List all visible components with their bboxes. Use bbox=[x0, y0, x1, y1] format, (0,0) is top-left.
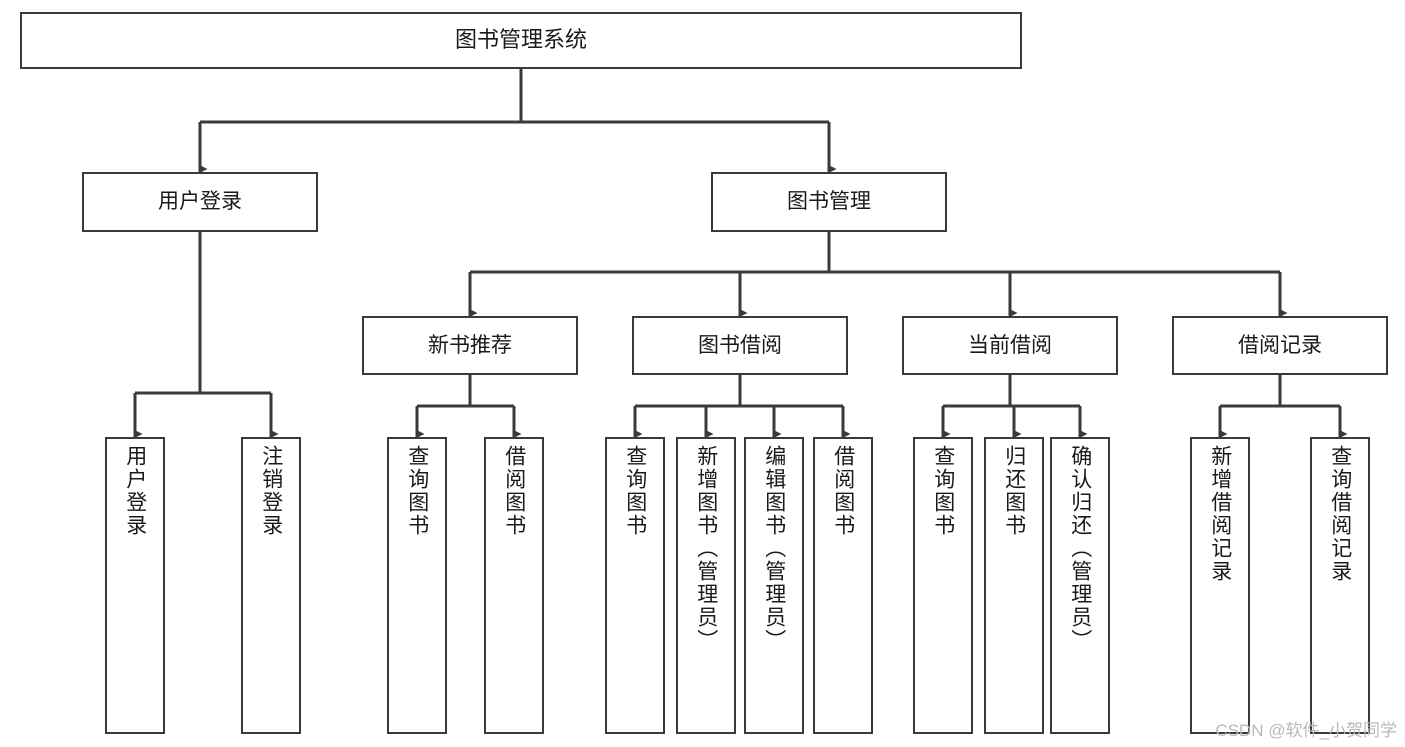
node-leaf-borrow-book-rec[interactable]: 借阅图书 bbox=[484, 437, 544, 734]
node-label-leaf-borrow-book-rec: 借阅图书 bbox=[502, 445, 526, 537]
node-label-book-manage: 图书管理 bbox=[787, 190, 871, 214]
node-label-borrow-record: 借阅记录 bbox=[1238, 333, 1322, 357]
node-label-leaf-add-record: 新增借阅记录 bbox=[1208, 445, 1232, 583]
node-leaf-query-book-cb[interactable]: 查询图书 bbox=[913, 437, 973, 734]
node-label-leaf-edit-book: 编辑图书（管理员） bbox=[762, 445, 786, 652]
node-new-book-rec[interactable]: 新书推荐 bbox=[362, 316, 578, 375]
node-leaf-confirm-return[interactable]: 确认归还（管理员） bbox=[1050, 437, 1110, 734]
node-leaf-return-book[interactable]: 归还图书 bbox=[984, 437, 1044, 734]
csdn-watermark: CSDN @软件_小贺同学 bbox=[1215, 721, 1397, 740]
node-label-leaf-query-record: 查询借阅记录 bbox=[1328, 445, 1352, 583]
node-borrow-record[interactable]: 借阅记录 bbox=[1172, 316, 1388, 375]
node-label-leaf-user-login: 用户登录 bbox=[123, 445, 147, 537]
node-current-borrow[interactable]: 当前借阅 bbox=[902, 316, 1118, 375]
node-label-leaf-confirm-return: 确认归还（管理员） bbox=[1068, 445, 1092, 652]
node-leaf-user-logout[interactable]: 注销登录 bbox=[241, 437, 301, 734]
node-label-leaf-query-book-bb: 查询图书 bbox=[623, 445, 647, 537]
node-leaf-edit-book[interactable]: 编辑图书（管理员） bbox=[744, 437, 804, 734]
node-leaf-add-record[interactable]: 新增借阅记录 bbox=[1190, 437, 1250, 734]
node-book-borrow[interactable]: 图书借阅 bbox=[632, 316, 848, 375]
node-label-leaf-add-book: 新增图书（管理员） bbox=[694, 445, 718, 652]
node-leaf-borrow-book-bb[interactable]: 借阅图书 bbox=[813, 437, 873, 734]
node-label-current-borrow: 当前借阅 bbox=[968, 333, 1052, 357]
node-leaf-user-login[interactable]: 用户登录 bbox=[105, 437, 165, 734]
node-leaf-query-record[interactable]: 查询借阅记录 bbox=[1310, 437, 1370, 734]
node-label-book-borrow: 图书借阅 bbox=[698, 333, 782, 357]
node-label-new-book-rec: 新书推荐 bbox=[428, 333, 512, 357]
node-label-user-login: 用户登录 bbox=[158, 190, 242, 214]
node-label-leaf-return-book: 归还图书 bbox=[1002, 445, 1026, 537]
node-label-leaf-borrow-book-bb: 借阅图书 bbox=[831, 445, 855, 537]
node-leaf-query-book-bb[interactable]: 查询图书 bbox=[605, 437, 665, 734]
node-leaf-add-book[interactable]: 新增图书（管理员） bbox=[676, 437, 736, 734]
node-label-root: 图书管理系统 bbox=[454, 27, 587, 53]
node-root[interactable]: 图书管理系统 bbox=[20, 12, 1022, 69]
node-label-leaf-query-book-cb: 查询图书 bbox=[931, 445, 955, 537]
node-leaf-query-book-rec[interactable]: 查询图书 bbox=[387, 437, 447, 734]
node-book-manage[interactable]: 图书管理 bbox=[711, 172, 947, 232]
node-user-login[interactable]: 用户登录 bbox=[82, 172, 318, 232]
node-label-leaf-query-book-rec: 查询图书 bbox=[405, 445, 429, 537]
node-label-leaf-user-logout: 注销登录 bbox=[259, 445, 283, 537]
